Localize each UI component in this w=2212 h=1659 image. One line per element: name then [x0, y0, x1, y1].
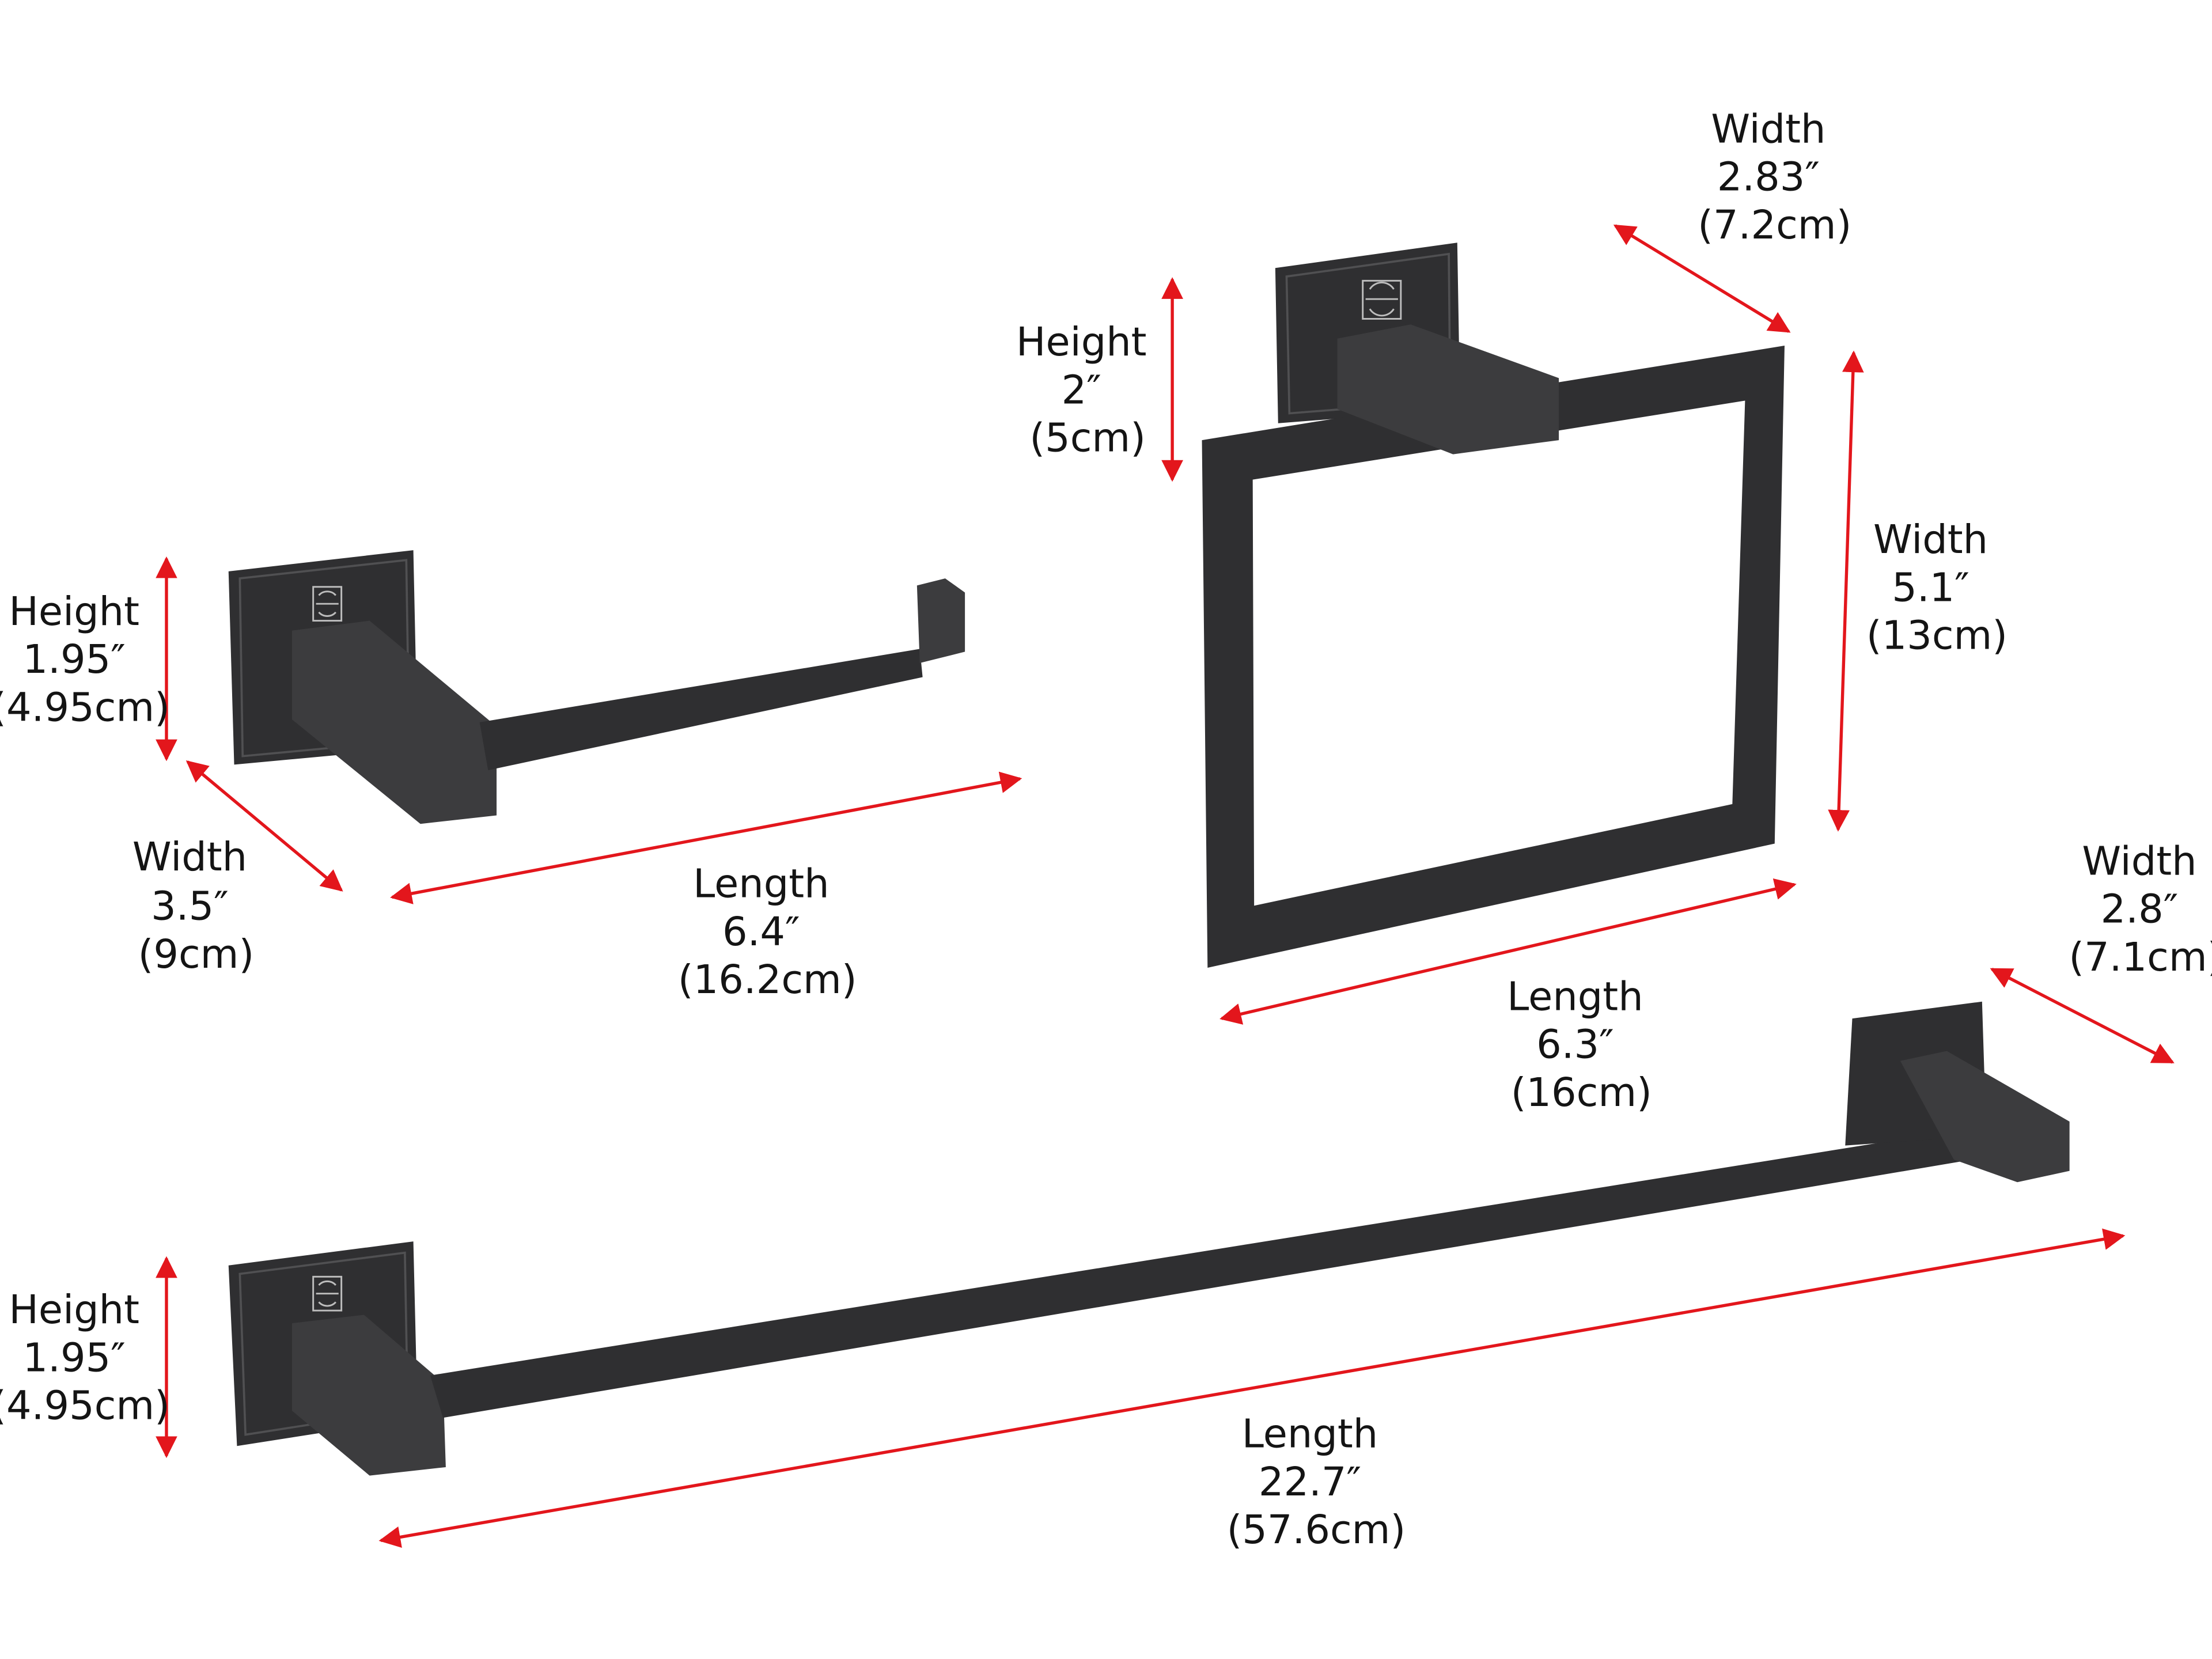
ring-depth-arrow	[1613, 224, 1791, 333]
tp-height-label: Height 1.95″ (4.95cm)	[0, 589, 170, 731]
towel-bar	[228, 1001, 2070, 1476]
ring-depth-label: Width 2.83″ (7.2cm)	[1698, 106, 1851, 248]
tp-length-arrow	[390, 771, 1022, 904]
bar-length-arrow	[378, 1228, 2126, 1548]
ring-width-arrow	[1828, 350, 1864, 832]
toilet-paper-holder	[228, 550, 965, 824]
tp-length-label: Length 6.4″ (16.2cm)	[678, 861, 857, 1003]
bar-length-label: Length 22.7″ (57.6cm)	[1227, 1411, 1406, 1554]
bar-height-label: Height 1.95″ (4.95cm)	[0, 1287, 170, 1429]
brand-logo-icon	[312, 1275, 343, 1312]
bar-width-label: Width 2.8″ (7.1cm)	[2069, 838, 2212, 980]
ring-length-label: Length 6.3″ (16cm)	[1507, 974, 1656, 1116]
tp-width-arrow	[185, 760, 343, 892]
brand-logo-icon	[1362, 279, 1402, 320]
tp-width-label: Width 3.5″ (9cm)	[132, 834, 260, 978]
towel-ring	[1202, 243, 1785, 968]
bar-width-arrow	[1990, 968, 2175, 1064]
ring-width-label: Width 5.1″ (13cm)	[1866, 517, 2008, 659]
brand-logo-icon	[312, 586, 343, 622]
ring-length-arrow	[1219, 878, 1797, 1025]
ring-height-label: Height 2″ (5cm)	[1016, 319, 1159, 461]
